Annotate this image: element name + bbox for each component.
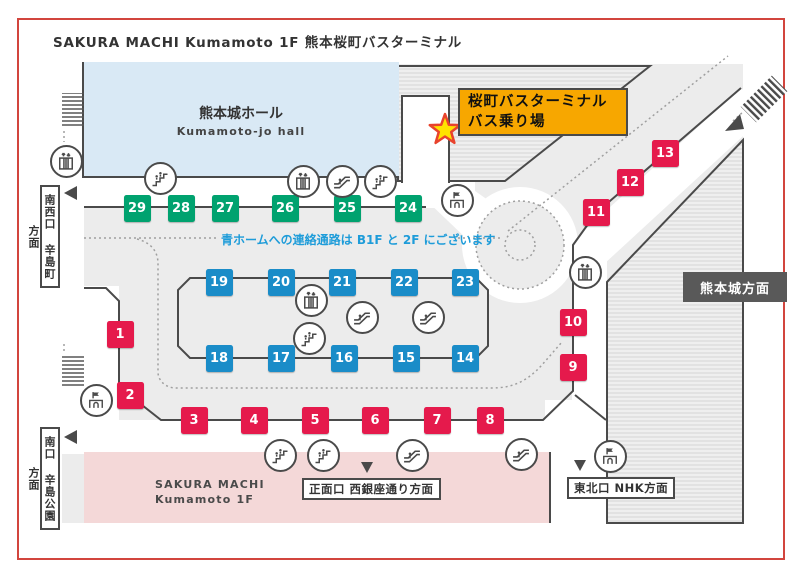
- bus-stop-7: 7: [423, 406, 451, 434]
- elevator-icon: [286, 164, 320, 198]
- exit-northeast-label: 東北口 NHK方面: [567, 477, 676, 499]
- escalator-icon: [395, 438, 429, 472]
- roundabout-island: [476, 201, 564, 289]
- escalator-icon: [411, 300, 445, 334]
- bus-stop-20: 20: [267, 268, 295, 296]
- bus-stop-22: 22: [390, 268, 418, 296]
- bus-stop-8: 8: [476, 406, 504, 434]
- bus-stop-14: 14: [451, 344, 479, 372]
- bus-boarding-highlight: 桜町バスターミナル バス乗り場: [458, 88, 628, 136]
- bus-stop-25: 25: [333, 194, 361, 222]
- escalator-icon: [325, 164, 359, 198]
- star-marker-icon: [428, 112, 462, 145]
- bus-stop-15: 15: [392, 344, 420, 372]
- bus-stop-1: 1: [106, 320, 134, 348]
- ticket-counter-icon: [440, 183, 474, 217]
- blue-platform-notice: 青ホームへの連絡通路は B1F と 2F にございます: [221, 233, 496, 247]
- kumamoto-jo-hall-area: [83, 62, 399, 177]
- bus-stop-4: 4: [240, 406, 268, 434]
- bus-stop-10: 10: [559, 308, 587, 336]
- ticket-counter-icon: [593, 439, 627, 473]
- stairs-icon: [306, 438, 340, 472]
- crosswalk: [740, 75, 788, 123]
- bus-stop-13: 13: [651, 139, 679, 167]
- bus-stop-2: 2: [116, 381, 144, 409]
- bus-stop-29: 29: [123, 194, 151, 222]
- stairs-icon: [363, 164, 397, 198]
- bus-stop-5: 5: [301, 406, 329, 434]
- stairs-hatch: [62, 93, 84, 127]
- bus-stop-21: 21: [328, 268, 356, 296]
- exit-southwest-label: 南西口 辛島町方面: [27, 185, 60, 288]
- bus-stop-24: 24: [394, 194, 422, 222]
- bus-stop-28: 28: [167, 194, 195, 222]
- escalator-icon: [504, 437, 538, 471]
- bus-stop-26: 26: [271, 194, 299, 222]
- bus-stop-16: 16: [330, 344, 358, 372]
- sakura-machi-label: SAKURA MACHI Kumamoto 1F: [155, 477, 265, 507]
- stairs-icon: [263, 438, 297, 472]
- page-title: SAKURA MACHI Kumamoto 1F 熊本桜町バスターミナル: [53, 35, 463, 51]
- walking-path-dotted: [63, 55, 780, 389]
- hall-label-ja: 熊本城ホール: [199, 106, 283, 122]
- hall-label-en: Kumamoto-jo hall: [176, 125, 306, 138]
- stairs-hatch: [62, 355, 84, 386]
- bus-stop-23: 23: [451, 268, 479, 296]
- stairs-icon: [143, 161, 177, 195]
- bus-stop-3: 3: [180, 406, 208, 434]
- highlight-line2: バス乗り場: [468, 114, 546, 130]
- ticket-counter-icon: [79, 383, 113, 417]
- escalator-icon: [345, 300, 379, 334]
- bus-stop-27: 27: [211, 194, 239, 222]
- bus-stop-17: 17: [267, 344, 295, 372]
- sakura-machi-label-line2: Kumamoto 1F: [155, 493, 255, 506]
- sakura-machi-label-line1: SAKURA MACHI: [155, 478, 265, 491]
- bus-stop-6: 6: [361, 406, 389, 434]
- bus-stop-12: 12: [616, 168, 644, 196]
- stairs-icon: [292, 321, 326, 355]
- bus-stop-18: 18: [205, 344, 233, 372]
- elevator-icon: [49, 144, 83, 178]
- direction-castle-label: 熊本城方面: [683, 272, 787, 302]
- exit-south-label: 南口 辛島公園方面: [27, 427, 60, 530]
- bus-stop-9: 9: [559, 353, 587, 381]
- elevator-icon: [568, 255, 602, 289]
- exit-front-label: 正面口 西銀座通り方面: [302, 478, 441, 500]
- elevator-icon: [294, 283, 328, 317]
- direction-arrows: [64, 114, 744, 473]
- bus-stop-11: 11: [582, 198, 610, 226]
- highlight-line1: 桜町バスターミナル: [468, 94, 608, 110]
- bus-stop-19: 19: [205, 268, 233, 296]
